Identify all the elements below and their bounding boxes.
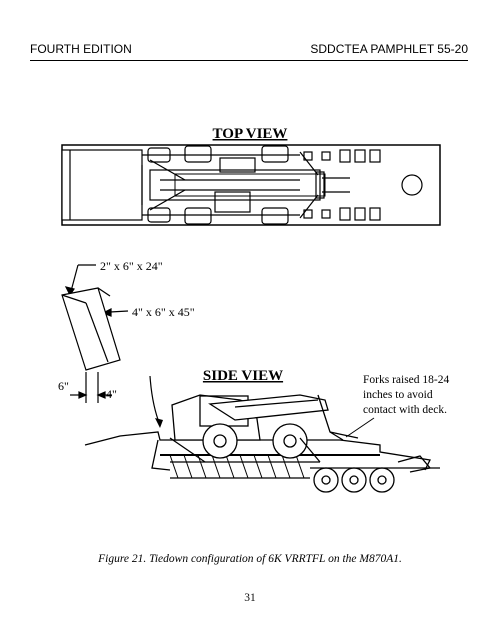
- dim-label-top: 2" x 6" x 24": [100, 259, 163, 273]
- edition-label: FOURTH EDITION: [30, 42, 132, 56]
- pamphlet-label: SDDCTEA PAMPHLET 55-20: [310, 42, 468, 56]
- top-view-title: TOP VIEW: [213, 126, 288, 142]
- top-view-drawing: [61, 144, 441, 226]
- side-view-title: SIDE VIEW: [203, 368, 283, 384]
- page-number: 31: [244, 592, 256, 604]
- dim-label-side: 4" x 6" x 45": [132, 305, 195, 319]
- page-header: FOURTH EDITION SDDCTEA PAMPHLET 55-20: [30, 42, 468, 62]
- note-line-1: Forks raised 18-24: [363, 374, 449, 386]
- dim-label-4in: 4": [106, 387, 117, 401]
- note-line-2: inches to avoid: [363, 389, 433, 401]
- note-leader: [345, 417, 375, 438]
- note-line-3: contact with deck.: [363, 404, 447, 416]
- header-rule: [30, 60, 468, 61]
- note-text: Forks raised 18-24 inches to avoid conta…: [363, 374, 449, 416]
- dim-label-6in: 6": [58, 379, 69, 393]
- side-view-drawing: [84, 394, 440, 493]
- dunnage-detail: [61, 264, 129, 403]
- figure-caption: Figure 21. Tiedown configuration of 6K V…: [97, 553, 402, 565]
- placement-arrow: [149, 375, 161, 426]
